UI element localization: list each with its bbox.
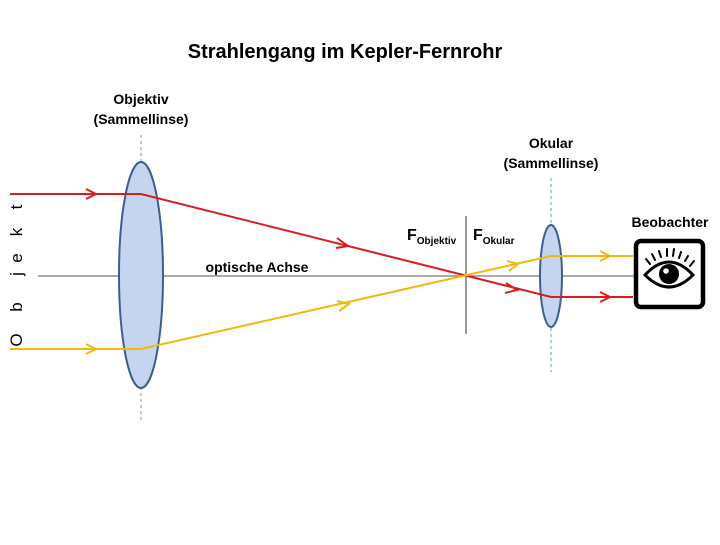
eyepiece-label-line2: (Sammellinse) [504, 155, 599, 171]
eyepiece-label-line1: Okular [529, 135, 574, 151]
object-letter: j [7, 272, 26, 277]
object-letter: b [7, 302, 26, 311]
objective-label-line2: (Sammellinse) [94, 111, 189, 127]
yellow-ray-arrow-1 [85, 343, 99, 355]
objective-label-line1: Objektiv [113, 91, 168, 107]
yellow-ray-arrow-2 [336, 300, 352, 312]
object-letter: O [7, 333, 26, 346]
eyepiece-lens [539, 224, 563, 328]
object-letter: e [7, 253, 26, 262]
focus-eyepiece-main: F [473, 227, 483, 244]
red-ray-arrow-4 [599, 291, 613, 303]
yellow-ray-arrow-4 [599, 250, 613, 262]
object-label: O b j e k t [7, 204, 26, 346]
yellow-ray-arrow-3 [506, 260, 521, 272]
focus-objective-main: F [407, 227, 417, 244]
focus-objective-label: FObjektiv [407, 227, 457, 247]
focus-eyepiece-label: FOkular [473, 227, 515, 247]
eye-icon [633, 238, 706, 310]
focus-objective-sub: Objektiv [417, 236, 457, 247]
focus-eyepiece-sub: Okular [483, 236, 515, 247]
objective-lens [118, 161, 164, 389]
red-ray-arrow-3 [504, 282, 520, 294]
diagram-title: Strahlengang im Kepler-Fernrohr [188, 41, 503, 63]
red-ray-arrow-1 [85, 188, 99, 200]
observer-label: Beobachter [631, 214, 709, 230]
axis-label: optische Achse [206, 259, 309, 275]
red-ray-arrow-2 [335, 237, 351, 249]
object-letter: t [7, 204, 26, 209]
object-letter: k [7, 227, 26, 236]
